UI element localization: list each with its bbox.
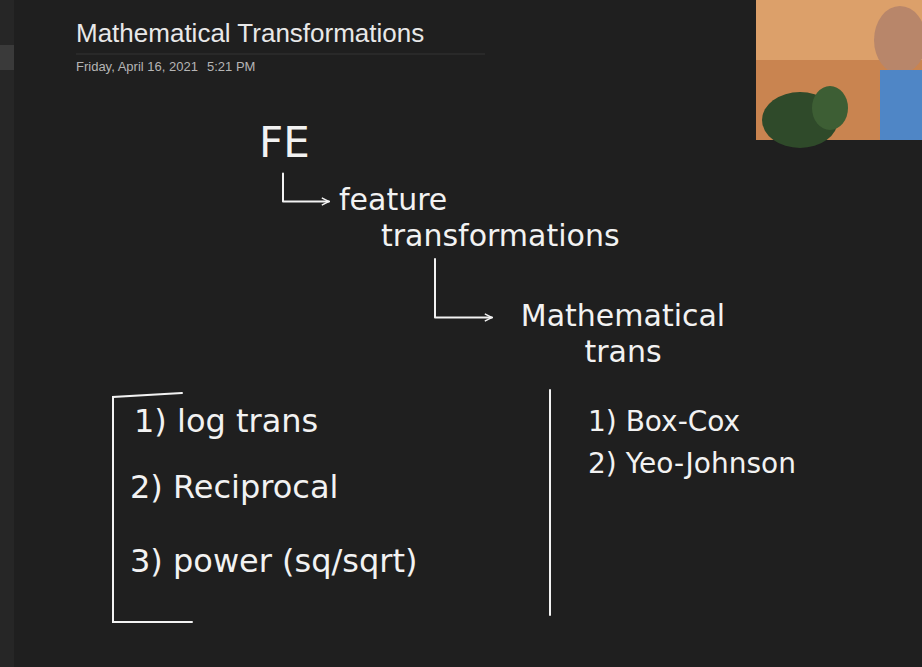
webcam-shirt <box>880 70 922 140</box>
list-item: 2) Yeo-Johnson <box>588 447 796 480</box>
flow-arrow <box>435 259 492 318</box>
handwritten-step: feature transformations <box>335 180 665 256</box>
handwritten-step: FE <box>255 116 314 170</box>
column-divider <box>549 390 551 615</box>
step-text: FE <box>259 118 310 168</box>
time-stamp: 5:21 PM <box>207 59 255 74</box>
flow-arrow <box>283 173 329 201</box>
sidebar-tab <box>0 45 14 70</box>
page-title: Mathematical Transformations <box>76 18 424 49</box>
title-rule <box>76 54 485 55</box>
webcam-plant-leaf <box>812 86 848 130</box>
date-stamp: Friday, April 16, 2021 <box>76 59 198 74</box>
webcam-face <box>874 6 922 74</box>
handwritten-step: Mathematical trans <box>498 296 748 372</box>
list-item: 1) Box-Cox <box>588 405 740 438</box>
webcam-view <box>756 0 922 148</box>
list-item: 3) power (sq/sqrt) <box>130 542 418 580</box>
list-item: 1) log trans <box>134 402 318 440</box>
list-item: 2) Reciprocal <box>130 468 338 506</box>
step-text: feature transformations <box>339 182 661 254</box>
step-text: Mathematical trans <box>502 298 744 370</box>
sidebar-strip <box>0 0 14 667</box>
